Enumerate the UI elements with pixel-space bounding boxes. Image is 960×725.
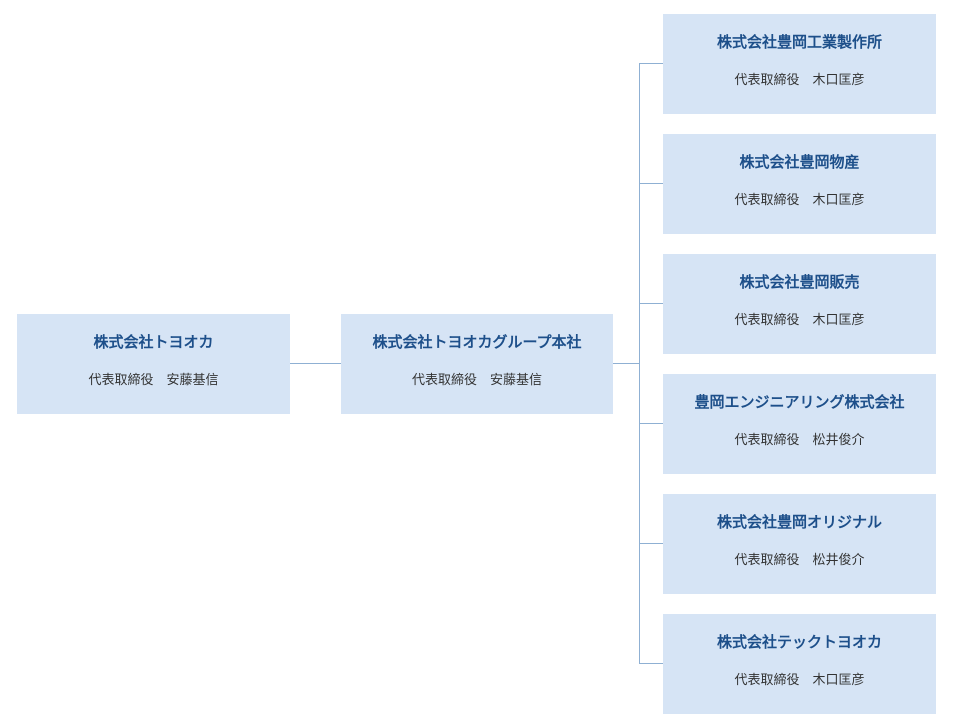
representative: 代表取締役 安藤基信 (411, 373, 542, 388)
connector-root-to-holding (290, 363, 341, 364)
connector-holding-to-branch (613, 363, 639, 364)
company-name: 株式会社トヨオカ (93, 333, 214, 351)
representative: 代表取締役 安藤基信 (88, 373, 219, 388)
company-name: 株式会社豊岡オリジナル (716, 513, 882, 531)
company-box-subsidiary-3: 株式会社豊岡販売 代表取締役 木口匡彦 (663, 254, 936, 354)
representative: 代表取締役 木口匡彦 (734, 73, 865, 88)
representative: 代表取締役 松井俊介 (734, 553, 865, 568)
company-box-subsidiary-4: 豊岡エンジニアリング株式会社 代表取締役 松井俊介 (663, 374, 936, 474)
connector-branch-4 (639, 423, 663, 424)
connector-vertical-trunk (639, 63, 640, 664)
company-name: 株式会社豊岡工業製作所 (716, 33, 882, 51)
connector-branch-3 (639, 303, 663, 304)
company-box-subsidiary-1: 株式会社豊岡工業製作所 代表取締役 木口匡彦 (663, 14, 936, 114)
representative: 代表取締役 木口匡彦 (734, 313, 865, 328)
connector-branch-5 (639, 543, 663, 544)
company-name: 豊岡エンジニアリング株式会社 (694, 393, 905, 411)
representative: 代表取締役 松井俊介 (734, 433, 865, 448)
connector-branch-6 (639, 663, 663, 664)
company-name: 株式会社豊岡販売 (739, 273, 860, 291)
company-name: 株式会社豊岡物産 (739, 153, 860, 171)
company-box-root: 株式会社トヨオカ 代表取締役 安藤基信 (17, 314, 290, 414)
company-box-holding: 株式会社トヨオカグループ本社 代表取締役 安藤基信 (341, 314, 613, 414)
connector-branch-1 (639, 63, 663, 64)
company-name: 株式会社トヨオカグループ本社 (372, 333, 582, 351)
company-name: 株式会社テックトヨオカ (716, 633, 882, 651)
company-box-subsidiary-6: 株式会社テックトヨオカ 代表取締役 木口匡彦 (663, 614, 936, 714)
representative: 代表取締役 木口匡彦 (734, 673, 865, 688)
company-box-subsidiary-5: 株式会社豊岡オリジナル 代表取締役 松井俊介 (663, 494, 936, 594)
connector-branch-2 (639, 183, 663, 184)
representative: 代表取締役 木口匡彦 (734, 193, 865, 208)
company-box-subsidiary-2: 株式会社豊岡物産 代表取締役 木口匡彦 (663, 134, 936, 234)
